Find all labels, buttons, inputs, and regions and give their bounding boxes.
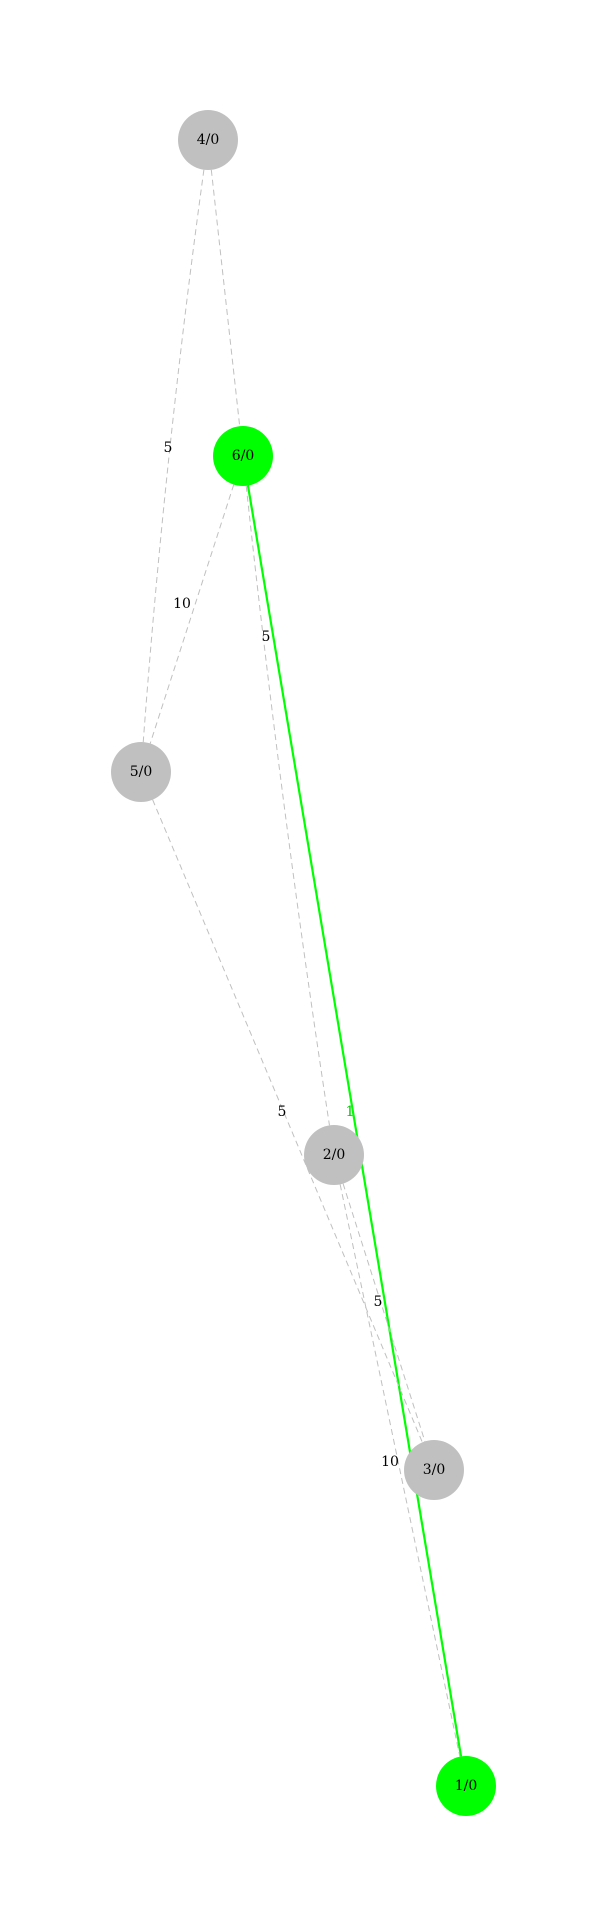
edge-weight-label-4-5: 5: [164, 440, 173, 456]
edge-weight-label-6-5: 10: [173, 596, 191, 612]
node-circle-5: [111, 742, 171, 802]
edge-weight-label-2-1: 10: [381, 1454, 399, 1470]
edge-2-3: [342, 1183, 426, 1442]
node-circle-6: [213, 426, 273, 486]
node-2: 2/0: [304, 1125, 364, 1185]
edge-6-2: [245, 485, 330, 1126]
node-label-3: 3/0: [423, 1462, 446, 1478]
edge-labels-layer: 5 10 5 1 5 5 10: [164, 440, 399, 1470]
node-circle-3: [404, 1440, 464, 1500]
node-circle-2: [304, 1125, 364, 1185]
node-6: 6/0: [213, 426, 273, 486]
node-label-6: 6/0: [232, 448, 255, 464]
edge-5-3: [152, 799, 423, 1443]
edge-2-1: [339, 1184, 461, 1757]
edge-weight-label-6-1: 1: [346, 1104, 355, 1120]
node-label-4: 4/0: [197, 132, 220, 148]
edge-weight-label-6-2: 5: [262, 629, 271, 645]
edge-weight-label-5-3: 5: [278, 1104, 287, 1120]
node-3: 3/0: [404, 1440, 464, 1500]
edge-6-1: [246, 485, 463, 1757]
node-1: 1/0: [436, 1756, 496, 1816]
edge-4-5: [142, 169, 205, 743]
node-4: 4/0: [178, 110, 238, 170]
edge-weight-label-2-3: 5: [374, 1294, 383, 1310]
edge-6-5: [149, 484, 235, 744]
node-label-2: 2/0: [323, 1147, 346, 1163]
node-5: 5/0: [111, 742, 171, 802]
edges-layer: [142, 169, 463, 1757]
node-label-1: 1/0: [455, 1778, 478, 1794]
node-circle-4: [178, 110, 238, 170]
node-circle-1: [436, 1756, 496, 1816]
node-label-5: 5/0: [130, 764, 153, 780]
nodes-layer: 4/0 6/0 5/0 2/0 3/0 1/0: [111, 110, 496, 1816]
edge-4-6: [210, 169, 241, 427]
